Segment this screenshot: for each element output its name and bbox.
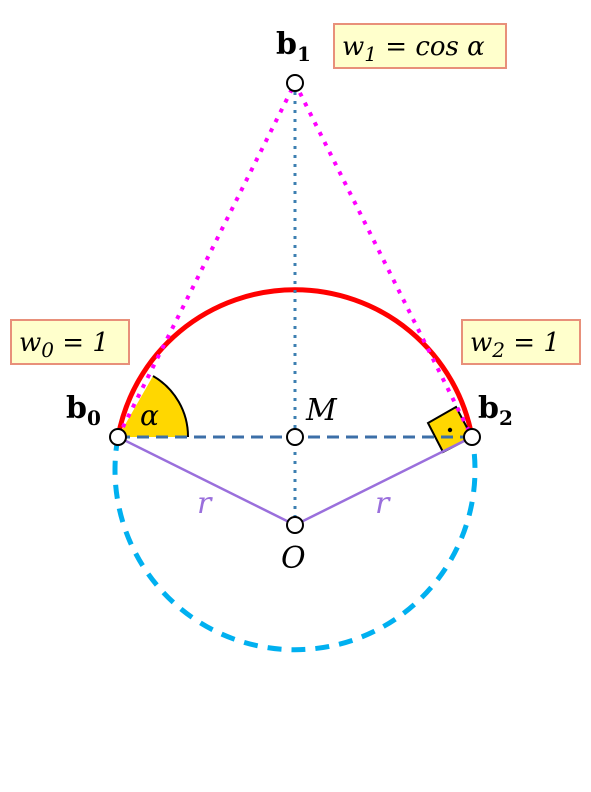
radius-O-b2 (294, 435, 473, 527)
svg-text:w1 = cos α: w1 = cos α (342, 32, 485, 66)
svg-text:w0 = 1: w0 = 1 (19, 328, 109, 362)
circle-dashed-arc (112, 436, 478, 653)
point-b2 (463, 428, 481, 446)
label-alpha: α (140, 399, 159, 432)
point-b1 (286, 74, 304, 92)
right-angle-dot (447, 427, 453, 433)
angle-alpha-arc (152, 375, 190, 438)
point-M (286, 428, 304, 446)
weight-box-w1: w1 = cos α (333, 23, 507, 69)
chord-b0-b1 (116, 82, 297, 438)
label-b1: b1 (276, 27, 311, 66)
point-O (286, 516, 304, 534)
label-r-right: r (375, 486, 391, 521)
weight-box-w0: w0 = 1 (10, 319, 130, 365)
radius-O-b0 (117, 435, 296, 527)
point-b0 (109, 428, 127, 446)
label-M: M (305, 393, 338, 428)
label-O: O (281, 541, 306, 576)
label-b0: b0 (66, 391, 101, 430)
label-b2: b2 (478, 391, 513, 430)
chord-b1-b2 (293, 82, 474, 438)
svg-text:w2 = 1: w2 = 1 (470, 328, 560, 362)
label-r-left: r (197, 486, 213, 521)
weight-box-w2: w2 = 1 (461, 319, 581, 365)
arc-b0-b2 (115, 287, 475, 438)
